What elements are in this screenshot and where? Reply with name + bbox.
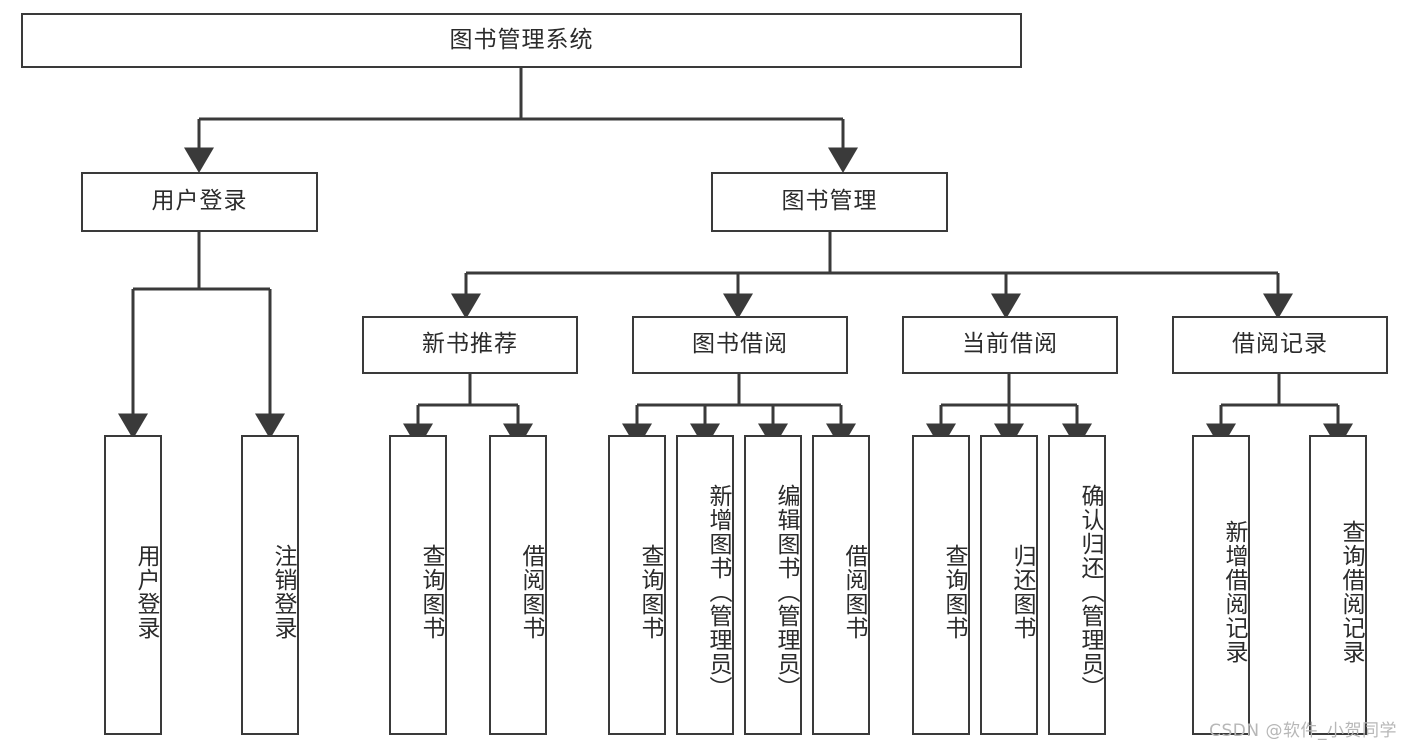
node-borrow-record-label: 借阅记录 (1232, 331, 1328, 358)
node-leaf-add-book-label: 新增图书（管理员） (705, 484, 731, 700)
node-leaf-query-record-label: 查询借阅记录 (1338, 520, 1364, 664)
node-leaf-user-logout-label: 注销登录 (270, 544, 296, 640)
node-root[interactable]: 图书管理系统 (21, 13, 1022, 68)
node-book-management[interactable]: 图书管理 (711, 172, 948, 232)
node-leaf-user-login[interactable]: 用户登录 (104, 435, 162, 735)
node-leaf-confirm-return-label: 确认归还（管理员） (1077, 484, 1103, 700)
node-leaf-borrow-book-2[interactable]: 借阅图书 (812, 435, 870, 735)
node-borrow-record[interactable]: 借阅记录 (1172, 316, 1388, 374)
node-leaf-query-book-1[interactable]: 查询图书 (389, 435, 447, 735)
node-book-borrow-label: 图书借阅 (692, 331, 788, 358)
node-leaf-borrow-book-1-label: 借阅图书 (518, 544, 544, 640)
node-book-management-label: 图书管理 (781, 188, 878, 215)
node-leaf-add-book[interactable]: 新增图书（管理员） (676, 435, 734, 735)
node-leaf-edit-book-label: 编辑图书（管理员） (773, 484, 799, 700)
node-new-book-recommend-label: 新书推荐 (422, 331, 518, 358)
node-user-login[interactable]: 用户登录 (81, 172, 318, 232)
node-leaf-confirm-return[interactable]: 确认归还（管理员） (1048, 435, 1106, 735)
node-leaf-user-logout[interactable]: 注销登录 (241, 435, 299, 735)
node-current-borrow-label: 当前借阅 (962, 331, 1058, 358)
node-leaf-query-book-3-label: 查询图书 (941, 544, 967, 640)
node-leaf-query-book-2-label: 查询图书 (637, 544, 663, 640)
node-root-label: 图书管理系统 (449, 26, 594, 53)
node-leaf-add-record-label: 新增借阅记录 (1221, 520, 1247, 664)
node-user-login-label: 用户登录 (151, 188, 248, 215)
node-leaf-return-book-label: 归还图书 (1009, 544, 1035, 640)
node-leaf-query-book-3[interactable]: 查询图书 (912, 435, 970, 735)
node-leaf-borrow-book-1[interactable]: 借阅图书 (489, 435, 547, 735)
node-leaf-query-book-2[interactable]: 查询图书 (608, 435, 666, 735)
node-leaf-query-book-1-label: 查询图书 (418, 544, 444, 640)
node-leaf-query-record[interactable]: 查询借阅记录 (1309, 435, 1367, 735)
node-leaf-return-book[interactable]: 归还图书 (980, 435, 1038, 735)
node-leaf-borrow-book-2-label: 借阅图书 (841, 544, 867, 640)
node-current-borrow[interactable]: 当前借阅 (902, 316, 1118, 374)
node-new-book-recommend[interactable]: 新书推荐 (362, 316, 578, 374)
node-leaf-user-login-label: 用户登录 (133, 544, 159, 640)
node-book-borrow[interactable]: 图书借阅 (632, 316, 848, 374)
node-leaf-edit-book[interactable]: 编辑图书（管理员） (744, 435, 802, 735)
node-leaf-add-record[interactable]: 新增借阅记录 (1192, 435, 1250, 735)
